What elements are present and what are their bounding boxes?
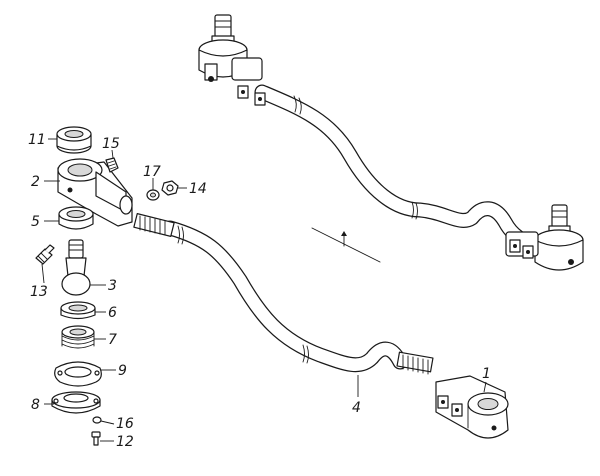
callout-5: 5 xyxy=(31,214,40,230)
direction-mark xyxy=(311,227,381,263)
seat-part-6 xyxy=(60,301,96,320)
callout-15: 15 xyxy=(102,136,120,152)
callout-14: 14 xyxy=(189,181,207,197)
housing-part-1 xyxy=(435,375,509,439)
callout-8: 8 xyxy=(31,397,40,413)
callout-12: 12 xyxy=(116,434,134,450)
upper-right-ball-joint xyxy=(505,204,584,271)
callout-16: 16 xyxy=(116,416,134,432)
callout-2: 2 xyxy=(31,174,40,190)
callout-17: 17 xyxy=(143,164,161,180)
dust-cover-part-11 xyxy=(56,126,92,154)
callout-13: 13 xyxy=(30,284,48,300)
callout-1: 1 xyxy=(482,366,491,382)
ball-stud-part-3 xyxy=(61,239,91,296)
washer-part-17 xyxy=(146,189,160,201)
callout-7: 7 xyxy=(108,332,117,348)
leader-lines xyxy=(41,138,487,442)
upper-left-ball-joint xyxy=(198,14,266,106)
callout-6: 6 xyxy=(108,305,117,321)
screw-part-12 xyxy=(91,431,101,446)
gasket-part-9 xyxy=(54,361,102,387)
bushing-part-5 xyxy=(58,206,94,230)
nut-part-14 xyxy=(161,180,179,196)
tie-rod-part-4 xyxy=(133,213,434,375)
callout-9: 9 xyxy=(118,363,127,379)
bolt-part-13 xyxy=(35,244,55,265)
callout-11: 11 xyxy=(28,132,46,148)
spring-part-7 xyxy=(61,325,95,349)
grease-fitting-part-15 xyxy=(105,157,119,173)
housing-part-2 xyxy=(57,158,133,227)
callout-4: 4 xyxy=(352,400,361,416)
cover-part-8 xyxy=(51,391,101,414)
washer-part-16 xyxy=(92,416,102,424)
assembled-drag-link xyxy=(198,14,584,271)
callout-3: 3 xyxy=(108,278,117,294)
